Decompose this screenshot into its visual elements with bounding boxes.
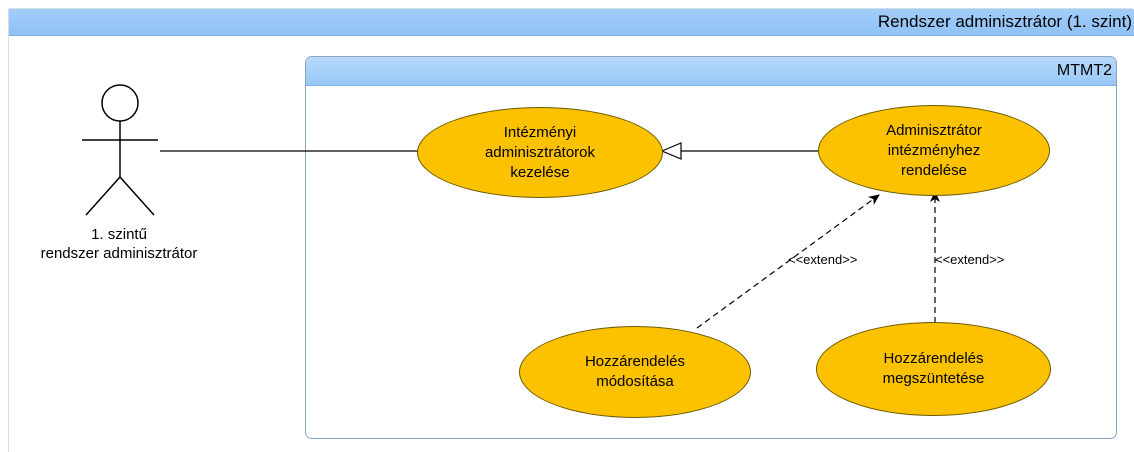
generalization-arrowhead [660, 142, 682, 160]
extend-line-left [696, 194, 880, 329]
usecase-modify-assignment[interactable]: Hozzárendelés módosítása [519, 326, 751, 418]
subsystem-header: MTMT2 [306, 57, 1116, 86]
actor-figure [82, 84, 158, 216]
system-boundary-title: Rendszer adminisztrátor (1. szint) [877, 12, 1132, 31]
actor-head [101, 84, 139, 122]
extend-label-right: <<extend>> [935, 252, 1005, 267]
system-boundary-frame [8, 8, 1132, 452]
subsystem-title: MTMT2 [1056, 62, 1112, 79]
usecase-manage-admins[interactable]: Intézményi adminisztrátorok kezelése [417, 107, 663, 198]
usecase-assign-admin[interactable]: Adminisztrátor intézményhez rendelése [818, 105, 1050, 196]
actor-left-leg [85, 176, 121, 216]
actor-label: 1. szintű rendszer adminisztrátor [40, 226, 198, 262]
usecase-remove-assignment[interactable]: Hozzárendelés megszüntetése [816, 322, 1051, 416]
actor-right-leg [119, 176, 155, 216]
extend-label-left: <<extend>> [788, 252, 858, 267]
system-boundary-header: Rendszer adminisztrátor (1. szint) [9, 9, 1134, 36]
